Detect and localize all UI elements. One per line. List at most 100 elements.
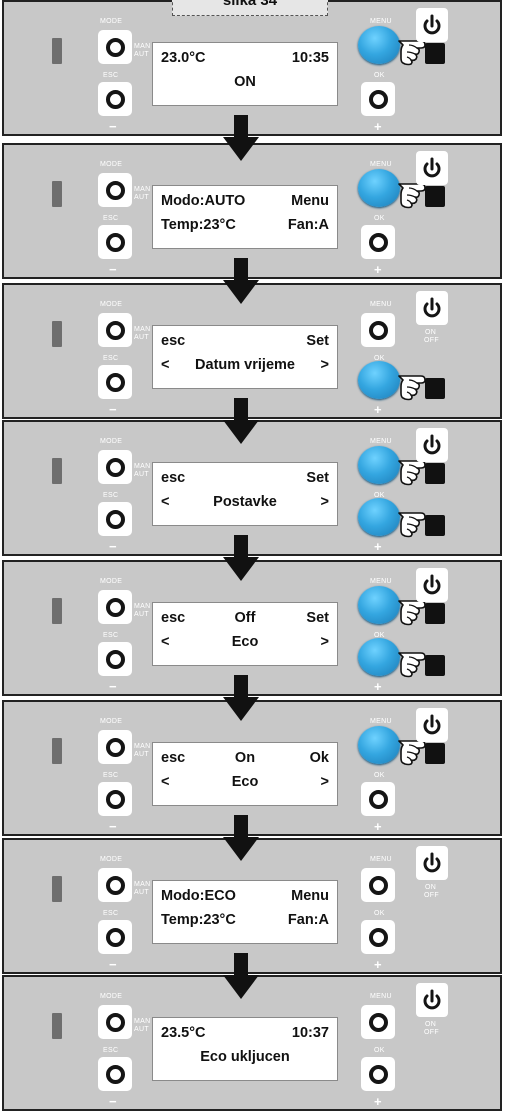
menu-button[interactable] xyxy=(358,446,400,484)
ring-icon xyxy=(106,598,125,617)
menu-button[interactable] xyxy=(358,586,400,624)
pointing-hand-icon xyxy=(398,183,445,209)
ok-plus-button[interactable] xyxy=(361,82,395,116)
power-button[interactable] xyxy=(416,983,448,1017)
pointing-hand-icon xyxy=(398,40,445,66)
mode-button[interactable] xyxy=(98,313,132,347)
aut-label: AUT xyxy=(134,751,149,758)
on-label: ON xyxy=(425,1021,437,1028)
lcd-line2-center: Eco xyxy=(231,634,259,650)
ring-icon xyxy=(369,321,388,340)
esc-minus-button[interactable] xyxy=(98,782,132,816)
plus-symbol: + xyxy=(374,957,382,972)
ring-icon xyxy=(369,1013,388,1032)
ring-icon xyxy=(106,790,125,809)
mode-button[interactable] xyxy=(98,868,132,902)
power-button[interactable] xyxy=(416,151,448,185)
lcd-line2-center: ON xyxy=(234,74,256,90)
esc-minus-button[interactable] xyxy=(98,502,132,536)
figure-title: slika 34 xyxy=(222,0,278,9)
ring-icon xyxy=(106,1013,125,1032)
pointing-hand-icon xyxy=(398,740,445,766)
lcd-line2-right: > xyxy=(320,774,329,790)
esc-minus-button[interactable] xyxy=(98,920,132,954)
mode-button[interactable] xyxy=(98,173,132,207)
mode-label: MODE xyxy=(100,993,123,1000)
power-button[interactable] xyxy=(416,428,448,462)
menu-button[interactable] xyxy=(358,26,400,64)
minus-symbol: − xyxy=(109,957,117,972)
ok-plus-button[interactable] xyxy=(358,498,400,536)
esc-label: ESC xyxy=(103,1047,119,1054)
aut-label: AUT xyxy=(134,889,149,896)
lcd-line1-right: Menu xyxy=(291,888,329,904)
power-button[interactable] xyxy=(416,846,448,880)
mode-button[interactable] xyxy=(98,450,132,484)
mode-button[interactable] xyxy=(98,30,132,64)
down-arrow-icon xyxy=(223,675,259,721)
off-label: OFF xyxy=(424,337,439,344)
ring-icon xyxy=(369,233,388,252)
esc-label: ESC xyxy=(103,492,119,499)
esc-minus-button[interactable] xyxy=(98,82,132,116)
ok-plus-button[interactable] xyxy=(361,225,395,259)
lcd-line1-right: 10:37 xyxy=(291,1025,329,1041)
ok-plus-button[interactable] xyxy=(358,361,400,399)
ring-icon xyxy=(369,928,388,947)
man-label: MAN xyxy=(134,743,151,750)
menu-button[interactable] xyxy=(361,1005,395,1039)
esc-minus-button[interactable] xyxy=(98,365,132,399)
power-icon xyxy=(423,157,441,178)
minus-symbol: − xyxy=(109,679,117,694)
mode-button[interactable] xyxy=(98,1005,132,1039)
off-label: OFF xyxy=(424,1029,439,1036)
ring-icon xyxy=(106,321,125,340)
mode-button[interactable] xyxy=(98,590,132,624)
ring-icon xyxy=(106,233,125,252)
minus-symbol: − xyxy=(109,819,117,834)
lcd-line1-left: Modo:ECO xyxy=(161,888,236,904)
ok-plus-button[interactable] xyxy=(361,782,395,816)
lcd-line1-right: Set xyxy=(306,610,329,626)
power-button[interactable] xyxy=(416,568,448,602)
lcd-line1-center: Off xyxy=(234,610,256,626)
ring-icon xyxy=(106,738,125,757)
menu-button[interactable] xyxy=(361,868,395,902)
minus-symbol: − xyxy=(109,1094,117,1109)
menu-label: MENU xyxy=(370,856,392,863)
esc-minus-button[interactable] xyxy=(98,1057,132,1091)
menu-button[interactable] xyxy=(358,169,400,207)
power-icon xyxy=(423,297,441,318)
man-label: MAN xyxy=(134,463,151,470)
ring-icon xyxy=(106,928,125,947)
ok-plus-button[interactable] xyxy=(358,638,400,676)
mode-button[interactable] xyxy=(98,730,132,764)
menu-label: MENU xyxy=(370,438,392,445)
mode-label: MODE xyxy=(100,161,123,168)
esc-label: ESC xyxy=(103,772,119,779)
power-button[interactable] xyxy=(416,708,448,742)
ok-plus-button[interactable] xyxy=(361,1057,395,1091)
aut-label: AUT xyxy=(134,334,149,341)
menu-button[interactable] xyxy=(358,726,400,764)
esc-minus-button[interactable] xyxy=(98,642,132,676)
esc-minus-button[interactable] xyxy=(98,225,132,259)
power-button[interactable] xyxy=(416,291,448,325)
lcd-line1-right: Menu xyxy=(291,193,329,209)
mode-label: MODE xyxy=(100,578,123,585)
ok-plus-button[interactable] xyxy=(361,920,395,954)
menu-button[interactable] xyxy=(361,313,395,347)
ring-icon xyxy=(369,90,388,109)
esc-label: ESC xyxy=(103,632,119,639)
power-button[interactable] xyxy=(416,8,448,42)
aut-label: AUT xyxy=(134,51,149,58)
mode-label: MODE xyxy=(100,856,123,863)
lcd-line2-center: Postavke xyxy=(213,494,277,510)
